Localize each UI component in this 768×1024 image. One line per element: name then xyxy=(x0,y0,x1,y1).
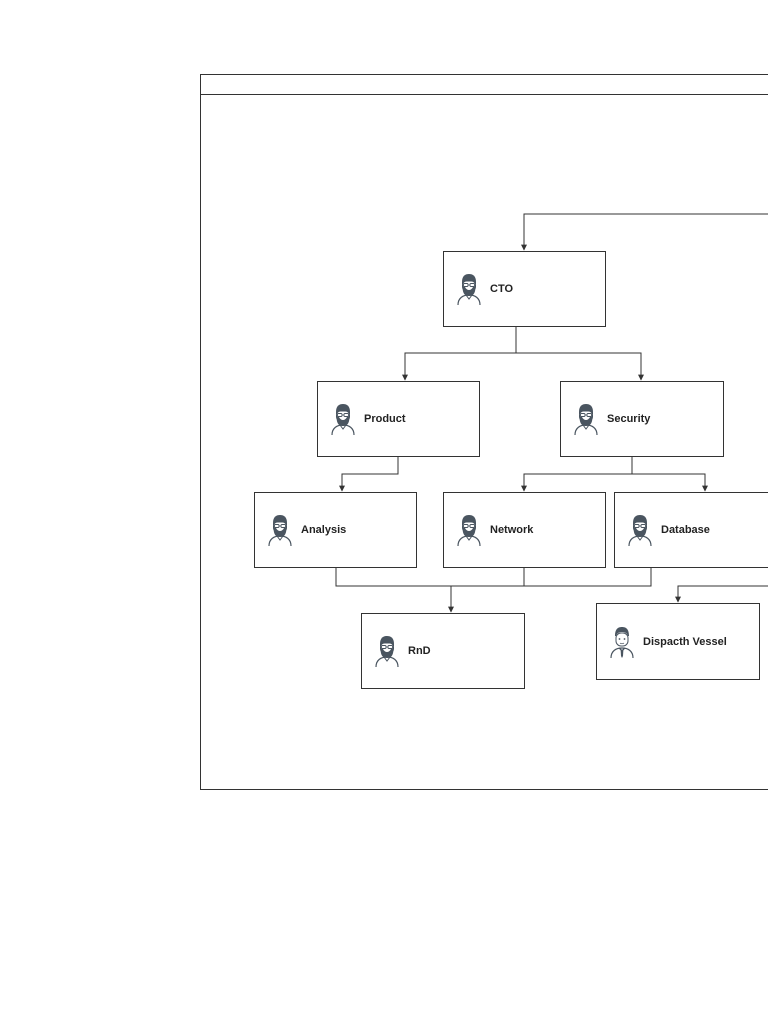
edge-external-to-cto xyxy=(521,213,768,251)
edge-security-to-database xyxy=(632,473,708,492)
node-label: Product xyxy=(364,413,406,425)
edge-external-to-dispatch xyxy=(675,585,768,603)
node-label: Analysis xyxy=(301,524,347,536)
edge-analysis-to-rnd xyxy=(335,567,454,613)
bearded-man-icon xyxy=(330,402,356,436)
edge-database-to-rnd xyxy=(524,567,652,587)
node-label: RnD xyxy=(408,645,431,657)
node-database[interactable]: Database xyxy=(614,492,768,568)
bearded-man-icon xyxy=(374,634,400,668)
node-rnd[interactable]: RnD xyxy=(361,613,525,689)
node-cto[interactable]: CTO xyxy=(443,251,606,327)
edge-product-to-analysis xyxy=(339,456,399,492)
bearded-man-icon xyxy=(267,513,293,547)
businessman-tie-icon xyxy=(609,625,635,659)
bearded-man-icon xyxy=(627,513,653,547)
edge-cto-to-security xyxy=(516,352,644,381)
node-network[interactable]: Network xyxy=(443,492,606,568)
frame-header xyxy=(201,75,768,95)
node-label: Dispacth Vessel xyxy=(643,635,727,648)
edge-network-to-rnd xyxy=(451,567,525,587)
edge-cto-to-product xyxy=(402,326,517,381)
bearded-man-icon xyxy=(456,513,482,547)
node-product[interactable]: Product xyxy=(317,381,480,457)
node-label: Database xyxy=(661,524,710,536)
node-label: Security xyxy=(607,413,651,425)
node-security[interactable]: Security xyxy=(560,381,724,457)
node-dispatch-vessel[interactable]: Dispacth Vessel xyxy=(596,603,760,680)
edge-security-to-network xyxy=(521,456,633,492)
node-label: Network xyxy=(490,524,534,536)
node-label: CTO xyxy=(490,283,514,295)
node-analysis[interactable]: Analysis xyxy=(254,492,417,568)
bearded-man-icon xyxy=(573,402,599,436)
bearded-man-icon xyxy=(456,272,482,306)
